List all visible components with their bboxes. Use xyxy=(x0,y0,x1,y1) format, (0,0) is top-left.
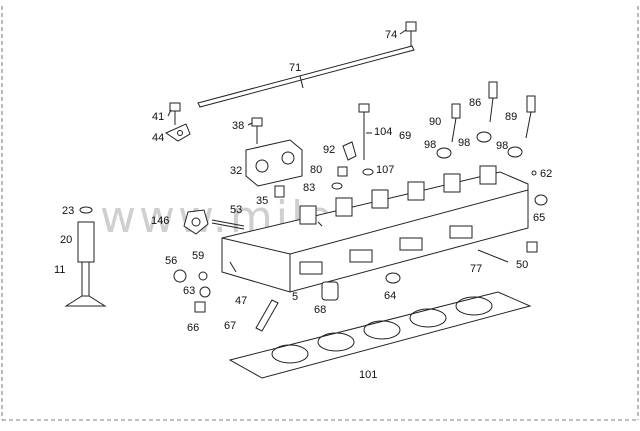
camshaft-row xyxy=(299,165,497,225)
part-64-cap xyxy=(385,272,401,284)
label-89: 89 xyxy=(505,111,517,123)
part-74-bolt xyxy=(405,21,417,46)
part-86-glow-plug xyxy=(488,81,498,123)
label-50: 50 xyxy=(516,259,528,271)
label-32: 32 xyxy=(230,165,242,177)
label-92: 92 xyxy=(323,144,335,156)
part-71-rail xyxy=(197,45,415,108)
label-20: 20 xyxy=(60,234,72,246)
part-62-ball xyxy=(531,170,537,176)
label-101: 101 xyxy=(359,369,377,381)
label-5: 5 xyxy=(292,291,298,303)
part-number-labels: 74 71 41 44 38 32 35 104 69 92 80 107 83… xyxy=(54,29,552,381)
label-98-a: 98 xyxy=(424,139,436,151)
part-77-stud xyxy=(477,249,509,263)
label-98-c: 98 xyxy=(496,140,508,152)
part-104-long-bolt xyxy=(358,103,370,160)
part-66-plug xyxy=(194,301,206,313)
leader-lines xyxy=(167,29,407,227)
part-35-bushing xyxy=(274,185,285,198)
label-69: 69 xyxy=(399,130,411,142)
part-44-bracket xyxy=(164,123,191,142)
part-56-plug xyxy=(173,269,187,283)
part-5-cylinder-head xyxy=(221,165,529,293)
part-89-glow-plug xyxy=(525,95,536,139)
label-64: 64 xyxy=(384,290,396,302)
part-67-tube xyxy=(255,299,279,332)
part-92-injector xyxy=(342,141,357,161)
label-74: 74 xyxy=(385,29,397,41)
label-67: 67 xyxy=(224,320,236,332)
part-65-plug xyxy=(534,194,548,206)
label-146: 146 xyxy=(151,215,169,227)
part-146-sprocket xyxy=(183,209,209,235)
label-35: 35 xyxy=(256,195,268,207)
label-56: 56 xyxy=(165,255,177,267)
label-66: 66 xyxy=(187,322,199,334)
part-41-bolt xyxy=(169,102,181,125)
part-53-stud xyxy=(211,219,245,230)
label-86: 86 xyxy=(469,97,481,109)
part-83-washer xyxy=(331,182,343,190)
part-107-washer xyxy=(362,168,374,176)
label-53: 53 xyxy=(230,204,242,216)
part-11-valve xyxy=(64,262,107,307)
part-20-valve-guide xyxy=(77,221,95,263)
label-104: 104 xyxy=(374,126,392,138)
part-101-head-gasket xyxy=(228,291,532,379)
part-68-sleeve xyxy=(321,281,339,301)
label-68: 68 xyxy=(314,304,326,316)
label-11: 11 xyxy=(54,264,65,276)
part-98-seal-a xyxy=(436,147,452,159)
label-41: 41 xyxy=(152,111,164,123)
label-83: 83 xyxy=(303,182,315,194)
label-44: 44 xyxy=(152,132,164,144)
label-71: 71 xyxy=(289,62,301,74)
label-59: 59 xyxy=(192,250,204,262)
part-80-nut xyxy=(337,166,348,177)
part-98-seal-c xyxy=(507,146,523,158)
label-65: 65 xyxy=(533,212,545,224)
label-38: 38 xyxy=(232,120,244,132)
part-50-sleeve xyxy=(526,241,538,253)
label-107: 107 xyxy=(376,164,394,176)
label-23: 23 xyxy=(62,205,74,217)
part-63-plug xyxy=(199,286,211,298)
part-38-bolt xyxy=(251,117,263,144)
part-90-glow-plug xyxy=(451,103,461,143)
label-63: 63 xyxy=(183,285,195,297)
part-32-bearing-block xyxy=(245,139,303,187)
label-77: 77 xyxy=(470,263,482,275)
label-80: 80 xyxy=(310,164,322,176)
label-90: 90 xyxy=(429,116,441,128)
label-62: 62 xyxy=(540,168,552,180)
part-23-seal xyxy=(79,206,93,214)
label-47: 47 xyxy=(235,295,247,307)
part-59-plug xyxy=(198,271,208,281)
part-98-seal-b xyxy=(476,131,492,143)
label-98-b: 98 xyxy=(458,137,470,149)
part-47-pin xyxy=(229,261,237,273)
